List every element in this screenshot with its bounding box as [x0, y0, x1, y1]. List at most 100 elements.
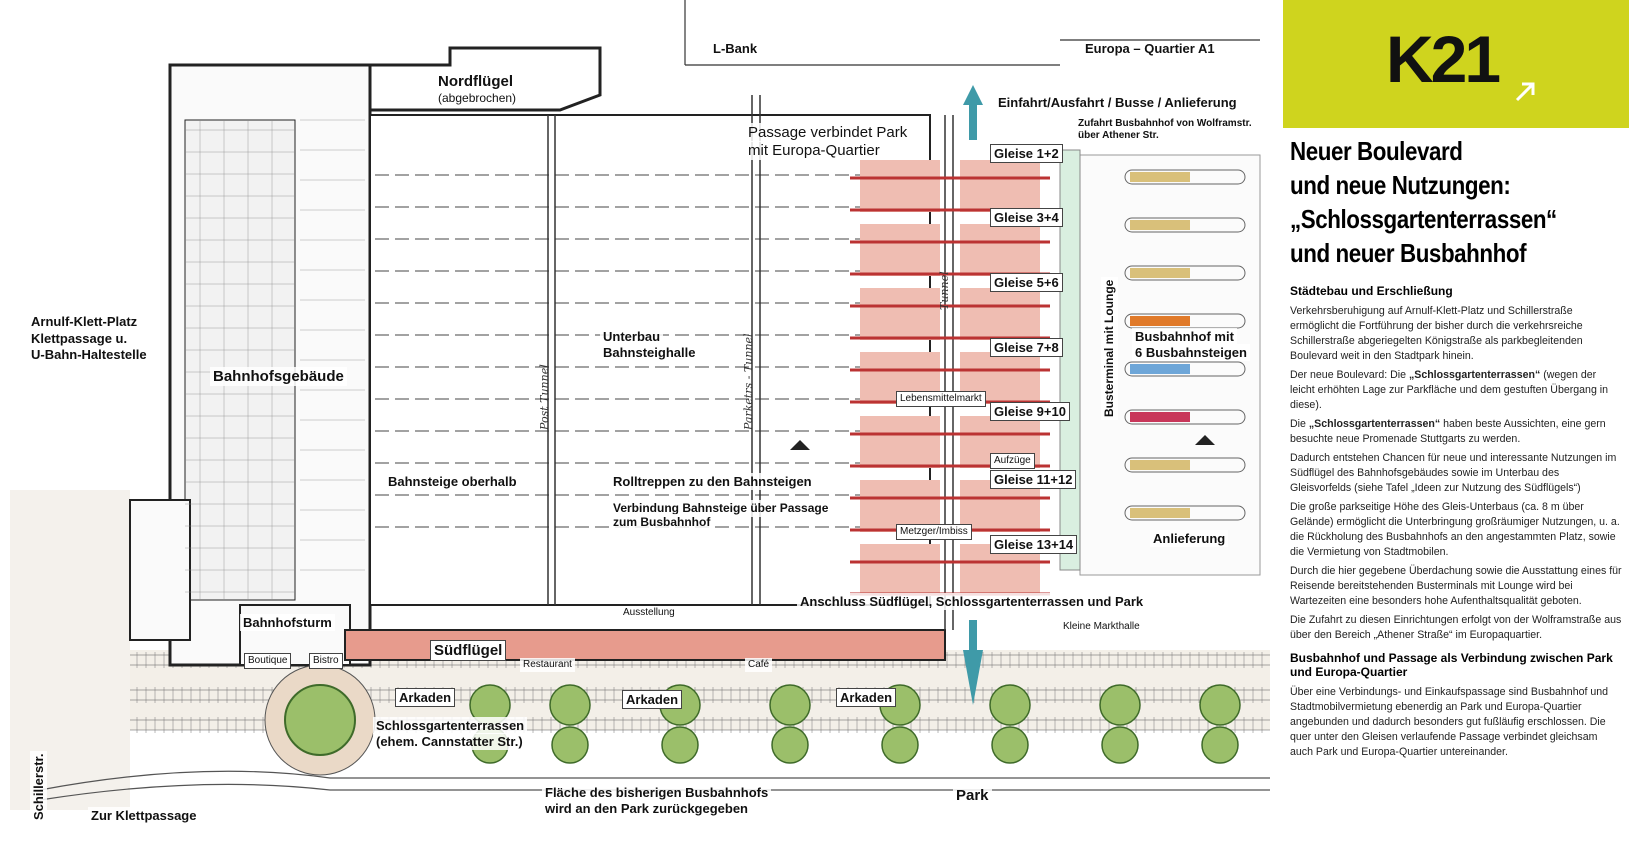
label-busbahnhof-2: 6 Busbahnsteigen — [1132, 344, 1250, 361]
platform-block — [860, 288, 940, 340]
label-metzger: Metzger/Imbiss — [896, 524, 972, 540]
tree — [881, 726, 919, 764]
label-cafe: Café — [745, 658, 773, 672]
label-aufzuege: Aufzüge — [990, 453, 1035, 469]
diagonal-arrow-icon — [1515, 82, 1535, 102]
label-anschluss: Anschluss Südflügel, Schlossgartenterras… — [797, 593, 1147, 610]
bus-bay — [1124, 169, 1246, 185]
label-verbindung-1: Verbindung Bahnsteige über Passage — [610, 500, 832, 517]
tree — [1101, 726, 1139, 764]
paragraph-1: Verkehrsberuhigung auf Arnulf-Klett-Plat… — [1290, 305, 1583, 362]
tree — [661, 726, 699, 764]
paragraph-4: Dadurch entstehen Chancen für neue und i… — [1290, 452, 1617, 494]
label-zur-klettpassage: Zur Klettpassage — [88, 807, 200, 824]
tree — [1199, 684, 1241, 726]
label-terrassen-1: Schlossgartenterrassen — [373, 717, 528, 734]
bus-bay — [1124, 361, 1246, 377]
k21-logo: K21 — [1386, 22, 1501, 96]
label-ausstellung: Ausstellung — [620, 606, 678, 620]
platform-lines — [375, 174, 860, 528]
platform-block — [860, 480, 940, 532]
label-arnulf-1: Arnulf-Klett-Platz — [28, 313, 141, 330]
label-park: Park — [953, 786, 992, 805]
escalator-symbol — [790, 435, 1215, 450]
tree — [1099, 684, 1141, 726]
label-nordfluegel-sub: (abgebrochen) — [435, 91, 520, 105]
tree — [551, 726, 589, 764]
label-bahnhofsgebaeude: Bahnhofsgebäude — [210, 367, 347, 386]
label-gleise-5-6: Gleise 5+6 — [990, 273, 1063, 292]
bus — [1130, 412, 1190, 422]
label-terrassen-2: (ehem. Cannstatter Str.) — [373, 733, 526, 750]
site-plan: L-Bank Europa – Quartier A1 Nordflügel (… — [10, 0, 1270, 824]
bus — [1130, 172, 1190, 182]
bus-bay — [1124, 457, 1246, 473]
logo-banner: K21 — [1283, 0, 1629, 128]
access-arrow-south — [963, 620, 983, 705]
access-arrow-north — [963, 85, 983, 140]
paragraph-5: Die große parkseitige Höhe des Gleis-Unt… — [1290, 501, 1620, 558]
label-arnulf-2: Klettpassage u. — [28, 330, 131, 347]
label-gleise-11-12: Gleise 11+12 — [990, 470, 1077, 489]
roundabout — [39, 664, 1270, 801]
label-verbindung-2: zum Busbahnhof — [610, 514, 714, 531]
label-europa-quartier: Europa – Quartier A1 — [1085, 41, 1215, 56]
label-arkaden-1: Arkaden — [395, 688, 456, 707]
paragraph-8: Über eine Verbindungs- und Einkaufspassa… — [1290, 686, 1609, 758]
paragraph-3: Die „Schlossgartenterrassen“ haben beste… — [1290, 418, 1606, 445]
platform-block — [860, 544, 940, 596]
bus-bay — [1124, 505, 1246, 521]
label-arkaden-2: Arkaden — [622, 690, 683, 709]
label-parkettunnel: Parketrs - Tunnel — [742, 333, 755, 430]
label-posttunnel: Post Tunnel — [538, 364, 551, 430]
left-tracks — [10, 490, 130, 810]
bus — [1130, 220, 1190, 230]
platform-block — [960, 288, 1040, 340]
bus — [1130, 268, 1190, 278]
headline-line-2: und neue Nutzungen: — [1290, 170, 1511, 200]
paragraph-2: Der neue Boulevard: Die „Schlossgartente… — [1290, 369, 1609, 411]
bus — [1130, 316, 1190, 326]
label-flaeche-2: wird an den Park zurückgegeben — [542, 800, 751, 817]
label-restaurant: Restaurant — [520, 658, 575, 672]
platform-block — [860, 160, 940, 212]
label-schillerstr: Schillerstr. — [30, 750, 47, 823]
label-arnulf-3: U-Bahn-Haltestelle — [28, 346, 150, 363]
platform-block — [960, 160, 1040, 212]
label-nordfluegel: Nordflügel — [435, 72, 516, 91]
label-busbahnhof-1: Busbahnhof mit — [1132, 328, 1237, 345]
label-busterminal: Busterminal mit Lounge — [1101, 276, 1118, 420]
label-flaeche-1: Fläche des bisherigen Busbahnhofs — [542, 784, 772, 801]
bus-bay — [1124, 265, 1246, 281]
label-tunnel: Tunnel — [938, 271, 951, 310]
headline: Neuer Boulevard und neue Nutzungen: „Sch… — [1290, 134, 1625, 270]
body-text: Städtebau und Erschließung Verkehrsberuh… — [1290, 284, 1622, 764]
label-suedfluegel: Südflügel — [430, 640, 507, 661]
platform-block — [860, 224, 940, 276]
label-bahnhofsturm: Bahnhofsturm — [240, 614, 335, 631]
label-gleise-1-2: Gleise 1+2 — [990, 144, 1063, 163]
label-arkaden-3: Arkaden — [836, 688, 897, 707]
tree — [771, 726, 809, 764]
label-passage-1: Passage verbindet Park — [745, 123, 911, 142]
label-gleise-7-8: Gleise 7+8 — [990, 338, 1063, 357]
label-rolltreppen: Rolltreppen zu den Bahnsteigen — [610, 473, 815, 490]
section-title-busbahnhof: Busbahnhof und Passage als Verbindung zw… — [1290, 651, 1613, 679]
label-zufahrt-1: Zufahrt Busbahnhof von Wolframstr. — [1075, 117, 1255, 131]
top-lines — [684, 0, 1260, 66]
label-unterbau-1: Unterbau — [600, 328, 664, 345]
bus — [1130, 460, 1190, 470]
label-kleine-markthalle: Kleine Markthalle — [1060, 620, 1143, 634]
tree — [991, 726, 1029, 764]
label-bistro: Bistro — [309, 653, 343, 669]
tunnels — [547, 95, 954, 630]
info-panel: K21 Neuer Boulevard und neue Nutzungen: … — [1283, 0, 1629, 851]
paragraph-7: Die Zufahrt zu diesen Einrichtungen erfo… — [1290, 614, 1622, 641]
platform-block — [960, 224, 1040, 276]
headline-line-1: Neuer Boulevard — [1290, 136, 1463, 166]
label-zufahrt-2: über Athener Str. — [1075, 129, 1162, 143]
label-lbank: L-Bank — [713, 41, 758, 56]
platform-block — [860, 416, 940, 468]
label-unterbau-2: Bahnsteighalle — [600, 344, 699, 361]
label-gleise-13-14: Gleise 13+14 — [990, 535, 1078, 554]
